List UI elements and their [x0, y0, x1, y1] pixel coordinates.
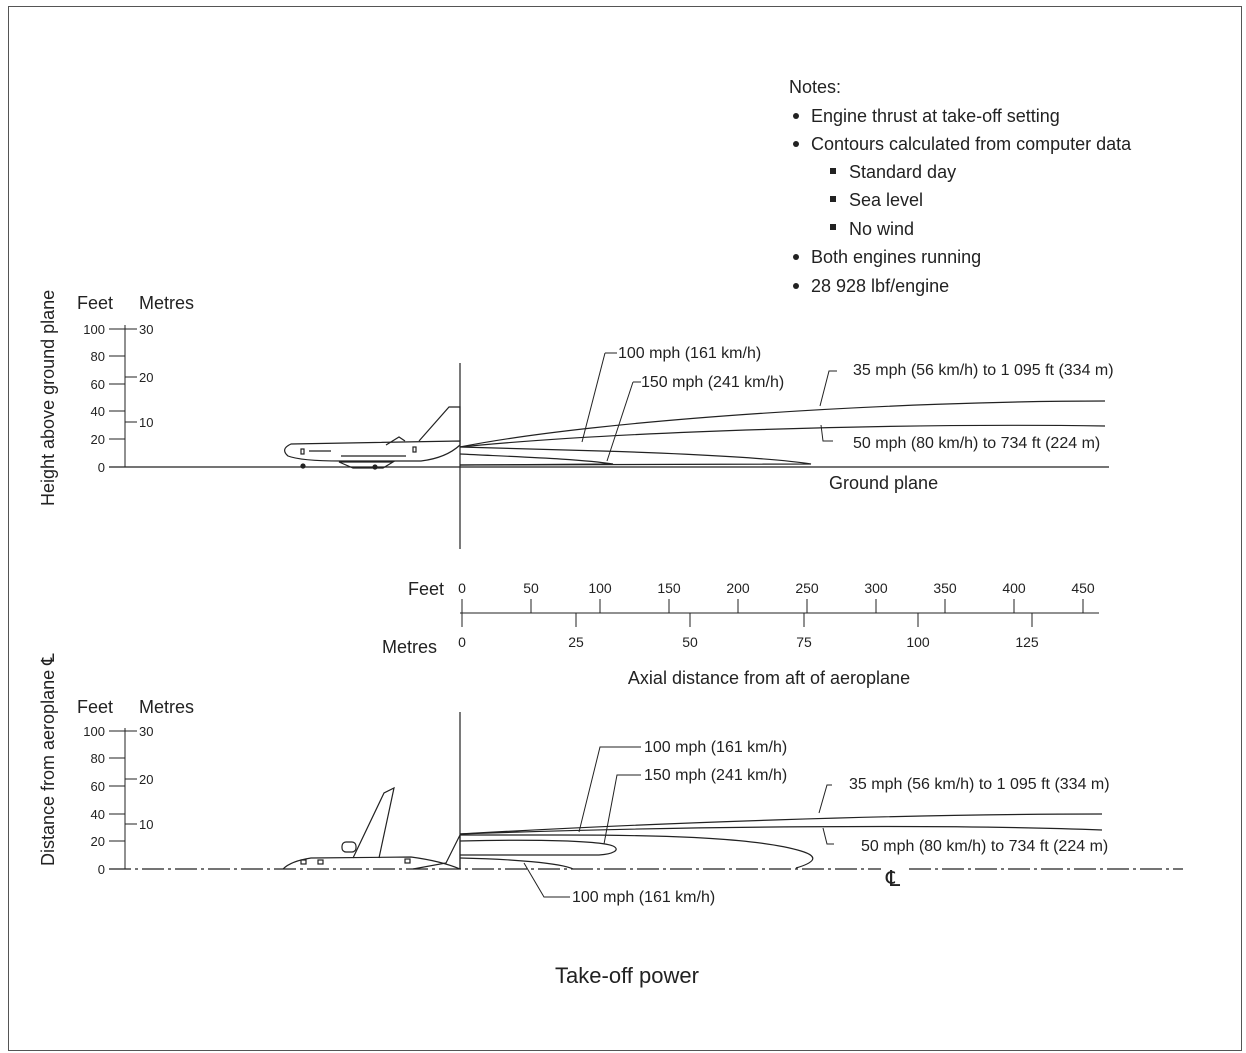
contour-50mph [459, 424, 1106, 448]
contour-100mph [459, 446, 812, 466]
lower-label-50mph: 50 mph (80 km/h) to 734 ft (224 m) [861, 838, 1108, 855]
contour-50mph [459, 825, 1103, 835]
axis-metre-tick-label: 0 [458, 634, 466, 650]
axis-metre-tick-label: 125 [1015, 634, 1039, 650]
note-sub-item: No wind [849, 219, 914, 239]
lower-feet-tick-label: 60 [91, 779, 105, 794]
lower-label-100mph-bottom: 100 mph (161 km/h) [572, 889, 715, 906]
note-sub-item: Sea level [849, 190, 923, 210]
upper-metre-tick-label: 10 [139, 415, 153, 430]
lower-feet-tick-label: 100 [83, 724, 105, 739]
axis-feet-tick-label: 100 [588, 580, 612, 596]
upper-contours [459, 400, 1106, 466]
figure-frame: Notes: Engine thrust at take-off setting… [8, 6, 1242, 1051]
lower-metre-tick-label: 10 [139, 817, 153, 832]
axis-metre-tick-label: 100 [906, 634, 930, 650]
axis-feet-tick-label: 50 [523, 580, 539, 596]
axis-metre-tick-label: 50 [682, 634, 698, 650]
upper-label-150mph: 150 mph (241 km/h) [641, 374, 784, 391]
note-item: 28 928 lbf/engine [811, 276, 949, 296]
notes-block: Notes: Engine thrust at take-off setting… [789, 77, 1132, 296]
lower-metre-tick-label: 20 [139, 772, 153, 787]
square-bullet-icon [830, 168, 836, 174]
axis-feet-tick-label: 350 [933, 580, 957, 596]
upper-feet-tick-label: 0 [98, 460, 105, 475]
note-item: Engine thrust at take-off setting [811, 106, 1060, 126]
lower-unit-feet: Feet [77, 697, 113, 717]
axis-metre-tick-label: 25 [568, 634, 584, 650]
upper-feet-tick-label: 100 [83, 322, 105, 337]
bullet-icon [793, 141, 799, 147]
lower-view: Distance from aeroplane ℄ Feet Metres 10… [38, 653, 1183, 906]
bullet-icon [793, 113, 799, 119]
jet-blast-diagram: Notes: Engine thrust at take-off setting… [38, 77, 1183, 988]
lower-feet-tick-label: 40 [91, 807, 105, 822]
upper-feet-tick-label: 20 [91, 432, 105, 447]
axis-feet-tick-label: 300 [864, 580, 888, 596]
upper-view: Height above ground plane Feet Metres 10… [38, 290, 1114, 549]
lower-y-axis-title: Distance from aeroplane ℄ [38, 653, 58, 866]
axis-feet-tick-label: 0 [458, 580, 466, 596]
axis-feet-tick-label: 450 [1071, 580, 1095, 596]
square-bullet-icon [830, 196, 836, 202]
contour-100mph [460, 834, 814, 869]
note-sub-item: Standard day [849, 162, 956, 182]
upper-label-35mph: 35 mph (56 km/h) to 1 095 ft (334 m) [853, 362, 1114, 379]
lower-label-100mph: 100 mph (161 km/h) [644, 739, 787, 756]
square-bullet-icon [830, 224, 836, 230]
upper-unit-metres: Metres [139, 293, 194, 313]
upper-label-100mph: 100 mph (161 km/h) [618, 345, 761, 362]
lower-metre-tick-label: 30 [139, 724, 153, 739]
contour-100mph-inner [459, 857, 574, 870]
upper-feet-tick-label: 80 [91, 349, 105, 364]
upper-label-50mph: 50 mph (80 km/h) to 734 ft (224 m) [853, 435, 1100, 452]
lower-label-35mph: 35 mph (56 km/h) to 1 095 ft (334 m) [849, 776, 1110, 793]
figure-caption: Take-off power [555, 963, 699, 988]
axis-feet-tick-label: 250 [795, 580, 819, 596]
axis-metre-tick-label: 75 [796, 634, 812, 650]
aircraft-plan-icon [282, 786, 461, 870]
axis-feet-tick-label: 400 [1002, 580, 1026, 596]
axis-feet-tick-label: 200 [726, 580, 750, 596]
centerline-symbol: ℄ [885, 866, 901, 891]
bullet-icon [793, 283, 799, 289]
lower-unit-metres: Metres [139, 697, 194, 717]
upper-metre-tick-label: 20 [139, 370, 153, 385]
upper-y-axis-title: Height above ground plane [38, 290, 58, 506]
axial-distance-axis: Feet 0 50 100 150 200 250 300 350 400 45… [382, 579, 1099, 688]
contour-150mph [459, 453, 614, 466]
notes-heading: Notes: [789, 77, 841, 97]
lower-label-150mph: 150 mph (241 km/h) [644, 767, 787, 784]
lower-contours [459, 813, 1103, 870]
axis-metres-label: Metres [382, 637, 437, 657]
bullet-icon [793, 254, 799, 260]
aircraft-side-icon [284, 406, 461, 470]
axis-feet-tick-label: 150 [657, 580, 681, 596]
lower-feet-tick-label: 20 [91, 834, 105, 849]
contour-35mph [459, 400, 1106, 448]
contour-35mph [459, 813, 1103, 835]
lower-feet-tick-label: 80 [91, 751, 105, 766]
lower-feet-tick-label: 0 [98, 862, 105, 877]
axis-title: Axial distance from aft of aeroplane [628, 668, 910, 688]
upper-unit-feet: Feet [77, 293, 113, 313]
upper-feet-tick-label: 60 [91, 377, 105, 392]
axis-feet-label: Feet [408, 579, 444, 599]
note-item: Both engines running [811, 247, 981, 267]
upper-feet-tick-label: 40 [91, 404, 105, 419]
ground-plane-label: Ground plane [829, 473, 938, 493]
upper-metre-tick-label: 30 [139, 322, 153, 337]
note-item: Contours calculated from computer data [811, 134, 1132, 154]
contour-150mph [459, 839, 617, 856]
